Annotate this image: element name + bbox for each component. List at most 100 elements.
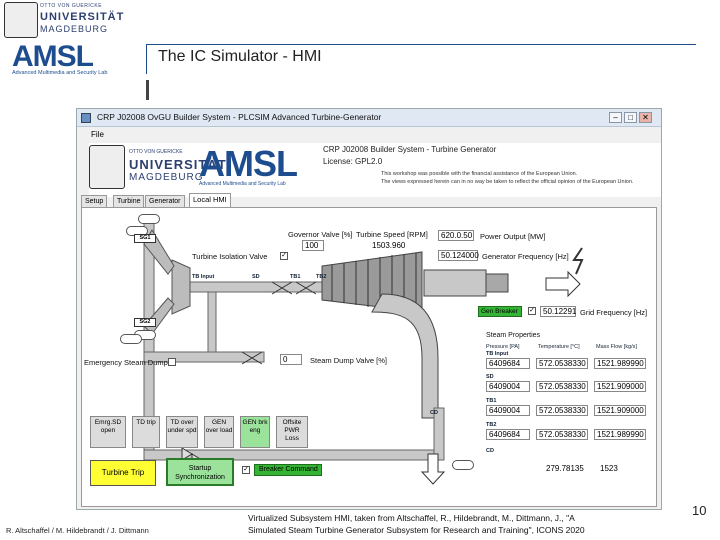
footer-authors: R. Altschaffel / M. Hildebrandt / J. Dit… [6,526,149,535]
power-output-label: Power Output [MW] [480,232,546,241]
menu-bar [77,128,661,141]
turbine-speed-value: 1503.960 [372,241,406,250]
separator-bar [146,80,149,100]
banner-funding-line1: This workshop was possible with the fina… [381,171,578,177]
tb1-mass-flow: 1521.909000 [594,405,646,416]
row-label-sd: SD [486,374,494,380]
breaker-command-checkbox[interactable]: ✓ [242,466,250,474]
row-label-tb-input: TB Input [486,351,509,357]
gen-breaker-label: Gen Breaker [478,306,522,317]
minimize-button[interactable]: – [609,112,622,123]
governor-valve-input[interactable]: 100 [302,240,324,251]
turbine-speed-label: Turbine Speed [RPM] [356,230,428,239]
banner-logo-line1: OTTO VON GUERICKE [129,149,183,155]
turbine-trip-button[interactable]: Turbine Trip [90,460,156,486]
menu-file[interactable]: File [91,130,104,139]
tb2-pressure: 6409684 [486,429,530,440]
condenser-return-pipe [433,407,445,461]
tb-input-pressure: 6409684 [486,358,530,369]
drain-arrow-icon [420,453,446,485]
page-number: 10 [692,503,707,518]
generator-body [423,269,487,297]
tab-local-hmi[interactable]: Local HMI [189,193,231,207]
banner-amsl-text: AMSL [199,143,298,184]
cloud-icon [120,334,142,344]
title-rule [146,44,696,45]
tb1-valve-icon [295,281,317,295]
emergency-steam-dump-label: Emergency Steam Dump [84,358,168,367]
tb1-pressure: 6409004 [486,405,530,416]
generator-frequency-value: 50.124000 [438,250,479,261]
status-gen-breaker-engaged: GEN brk eng [240,416,270,448]
sd-mass-flow: 1521.909000 [594,381,646,392]
window-title: CRP J02008 OvGU Builder System - PLCSIM … [97,112,382,122]
gen-breaker-checkbox[interactable]: ✓ [528,307,536,315]
window-titlebar[interactable] [77,109,661,127]
close-button[interactable]: ✕ [639,112,652,123]
cd-label: CD [430,410,438,416]
sd-branch-pipe [207,291,217,353]
title-rule-vertical [146,44,147,74]
tb2-mass-flow: 1521.989990 [594,429,646,440]
app-icon [81,113,91,123]
sd-pressure: 6409004 [486,381,530,392]
row-label-tb1: TB1 [486,398,497,404]
amsl-logo: AMSL Advanced Multimedia and Security La… [12,40,122,80]
banner-license: License: GPL2.0 [323,157,383,166]
local-hmi-panel: SG1 SG2 Governor Valve [%] 100 Turbine S… [81,207,657,507]
cloud-icon [452,460,474,470]
col-header-mass-flow: Mass Flow [kg/s] [596,344,637,350]
status-td-over-under-speed: TD over under spd [166,416,198,448]
university-seal-icon [89,145,125,189]
tab-setup[interactable]: Setup [81,195,108,207]
row-label-cd: CD [486,448,494,454]
banner-logo-line3: MAGDEBURG [129,172,204,183]
app-window: CRP J02008 OvGU Builder System - PLCSIM … [76,108,662,510]
tb-input-mass-flow: 1521.989990 [594,358,646,369]
col-header-pressure: Pressure [PA] [486,344,520,350]
tab-generator[interactable]: Generator [145,195,185,207]
process-diagram [143,219,584,485]
sd-valve-icon [271,281,293,295]
cloud-icon [138,214,160,224]
logo-text-line3: MAGDEBURG [40,24,109,34]
emergency-steam-dump-checkbox[interactable] [168,358,176,366]
col-header-temperature: Temperature [°C] [538,344,580,350]
banner-ovgu-logo: OTTO VON GUERICKE UNIVERSITÄT MAGDEBURG [89,145,226,195]
banner-crp-title: CRP J02008 Builder System - Turbine Gene… [323,145,497,154]
logo-text-line2: UNIVERSITÄT [40,11,125,23]
status-td-trip: TD trip [132,416,160,448]
cd-mass-flow: 1523 [600,464,618,473]
tb2-label: TB2 [316,274,327,280]
sd-temperature: 572.0538330 [536,381,588,392]
grid-frequency-value: 50.12291 [540,306,576,317]
tb-input-label: TB Input [192,274,215,280]
footer-caption-line2: Simulated Steam Turbine Generator Subsys… [248,525,585,535]
footer-caption-line1: Virtualized Subsystem HMI, taken from Al… [248,513,575,523]
power-output-value: 620.0.50 [438,230,474,241]
status-emergency-sd-open: Emrg.SD open [90,416,126,448]
turbine-isolation-checkbox[interactable]: ✓ [280,252,288,260]
generator-frequency-label: Generator Frequency [Hz] [482,252,569,261]
grid-frequency-label: Grid Frequency [Hz] [580,308,648,317]
sg2-tag: SG2 [134,318,156,327]
breaker-command-button[interactable]: Breaker Command [254,464,322,476]
tb2-temperature: 572.0538330 [536,429,588,440]
tb1-temperature: 572.0538330 [536,405,588,416]
ovgu-logo: OTTO VON GUERICKE UNIVERSITÄT MAGDEBURG [4,2,123,38]
steam-dump-valve-icon [241,351,263,365]
steam-dump-valve-input[interactable]: 0 [280,354,302,365]
logo-text-line1: OTTO VON GUERICKE [40,3,103,9]
generator-exciter [485,273,509,293]
dump-pipe [143,351,265,363]
slide-title: The IC Simulator - HMI [158,48,322,65]
maximize-button[interactable]: □ [624,112,637,123]
steam-dump-valve-label: Steam Dump Valve [%] [310,356,387,365]
tab-turbine[interactable]: Turbine [113,195,145,207]
lightning-icon [572,247,584,275]
amsl-logo-text: AMSL [12,40,94,73]
row-label-tb2: TB2 [486,422,497,428]
banner-amsl-subtitle: Advanced Multimedia and Security Lab [199,181,286,187]
startup-synchronization-button[interactable]: Startup Synchronization [166,458,234,486]
status-gen-overload: GEN over load [204,416,234,448]
